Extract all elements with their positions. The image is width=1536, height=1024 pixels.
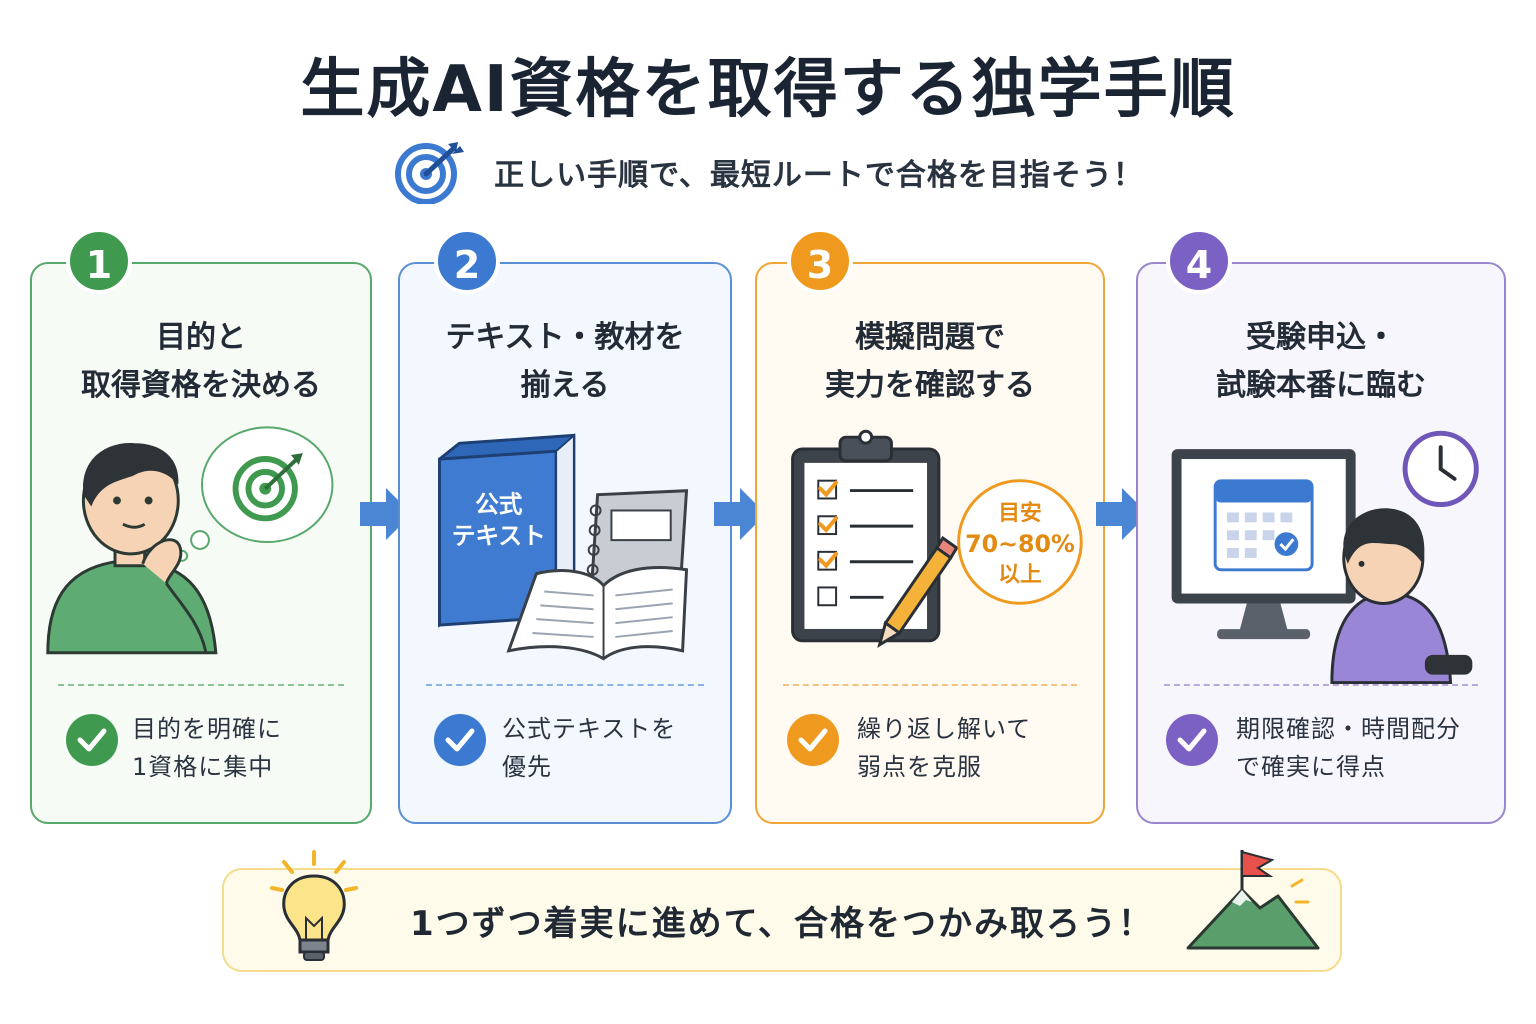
step-point: 繰り返し解いて 弱点を克服 [857,715,1032,781]
check-icon [434,714,486,766]
banner-text: 1つずつ着実に進めて、合格をつかみ取ろう！ [410,903,1154,944]
thinking-person-illustration [46,426,334,655]
clipboard-icon [791,429,941,643]
motivation-banner: 1つずつ着実に進めて、合格をつかみ取ろう！ [222,868,1342,972]
lightbulb-icon [270,850,358,961]
step-number-badge: 4 [1166,228,1232,294]
step-title: 目的と 取得資格を決める [81,320,321,403]
clipboard-illustration: 目安 70~80% 以上 [791,429,1083,648]
person-at-computer [1330,508,1473,684]
clock-icon [1402,430,1479,508]
step-card-1: 1 目的と 取得資格を決める 目的を明確に 1資格に集中 [30,228,372,824]
check-icon [787,714,839,766]
check-icon [1166,714,1218,766]
step-point: 公式テキストを 優先 [502,715,677,781]
calendar-icon [1213,479,1314,572]
target-icon [395,142,465,204]
mountain-flag-icon [1186,850,1320,950]
step-title: 模擬問題で 実力を確認する [825,320,1035,403]
subtitle: 正しい手順で、最短ルートで合格を目指そう！ [494,158,1144,193]
thought-bubble-icon [176,426,334,562]
step-number-badge: 1 [66,228,132,294]
svg-text:以上: 以上 [998,563,1042,588]
step-number-badge: 2 [434,228,500,294]
step-title: 受験申込・ 試験本番に臨む [1216,320,1426,403]
pencil-icon [877,535,959,648]
card-divider [1164,684,1478,686]
svg-text:70~80%: 70~80% [965,530,1075,558]
svg-text:目安: 目安 [998,500,1041,526]
arrow-right-icon [1096,488,1148,540]
svg-text:公式: 公式 [475,490,523,518]
textbooks-illustration: 公式 テキスト [438,433,689,661]
card-divider [783,684,1077,686]
page-title: 生成AI資格を取得する独学手順 [300,53,1236,127]
svg-text:テキスト: テキスト [452,522,546,550]
target-score-badge: 目安 70~80% 以上 [957,479,1083,605]
subtitle-row: 正しい手順で、最短ルートで合格を目指そう！ [0,140,1536,204]
online-exam-illustration [1171,430,1479,684]
step-point: 目的を明確に 1資格に集中 [132,715,282,781]
card-divider [426,684,704,686]
step-card-2: 2 テキスト・教材を 揃える 公式 テキスト [398,228,732,824]
arrow-right-icon [714,488,766,540]
open-book-icon [506,566,689,661]
step-number-badge: 3 [787,228,853,294]
step-card-4: 4 受験申込・ 試験本番に臨む [1136,228,1506,824]
step-title: テキスト・教材を 揃える [445,320,685,403]
card-divider [58,684,344,686]
check-icon [66,714,118,766]
step-point: 期限確認・時間配分 で確実に得点 [1236,715,1461,781]
step-card-3: 3 模擬問題で 実力を確認する 目安 70 [755,228,1105,824]
